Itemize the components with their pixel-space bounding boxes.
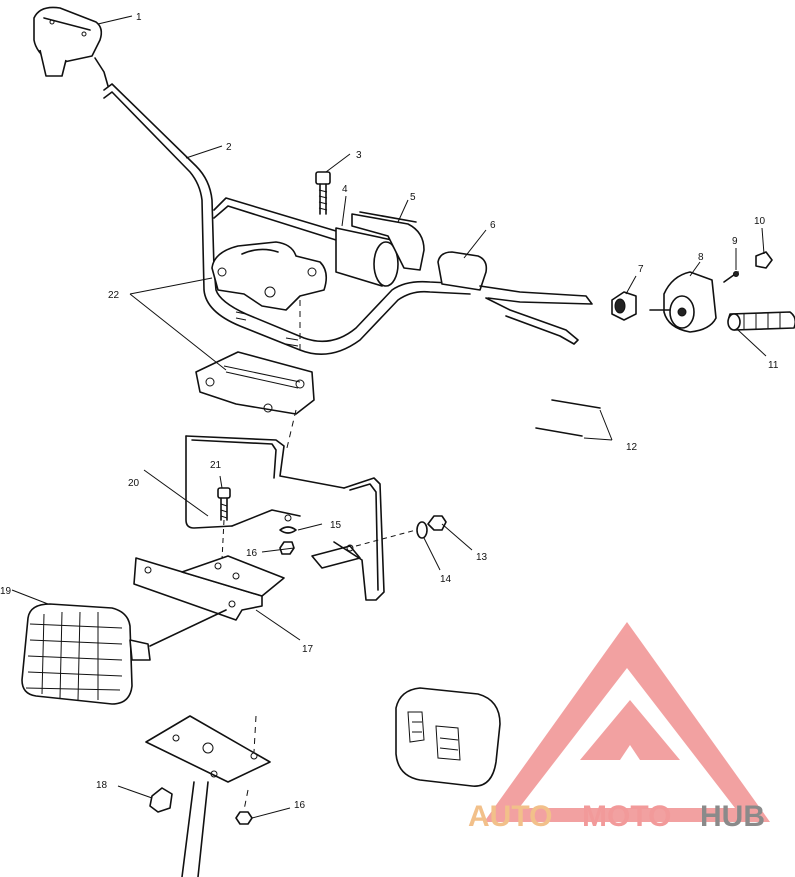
lower-plate — [145, 715, 271, 877]
fasteners — [279, 515, 447, 555]
bushing — [611, 291, 637, 321]
callout-18: 18 — [96, 780, 108, 791]
cable-ties — [535, 399, 613, 441]
headlight-rear — [395, 687, 501, 787]
callout-21: 21 — [210, 460, 222, 471]
callout-4: 4 — [342, 184, 348, 195]
callout-8: 8 — [698, 252, 704, 263]
callout-22: 22 — [108, 290, 120, 301]
bracket-bolt — [217, 487, 231, 561]
screw-and-cap — [723, 251, 773, 283]
watermark-text: AUTO MOTO HUB — [468, 800, 765, 833]
callout-19: 19 — [0, 586, 12, 597]
headlight-front — [21, 603, 227, 705]
callout-11: 11 — [768, 360, 779, 371]
callout-9: 9 — [732, 236, 738, 247]
callout-12: 12 — [626, 442, 638, 453]
leader-lines — [11, 15, 767, 819]
callout-7: 7 — [638, 264, 644, 275]
brake-lever — [437, 251, 593, 345]
callout-14: 14 — [440, 574, 452, 585]
throttle-housing — [649, 271, 717, 333]
handlebar — [103, 83, 471, 356]
watermark-logo — [484, 622, 770, 822]
callout-20: 20 — [128, 478, 140, 489]
callout-2: 2 — [226, 142, 232, 153]
switch-housing — [335, 211, 425, 287]
light-bracket — [185, 435, 385, 601]
grip — [727, 311, 795, 331]
handlebar-clamps — [195, 241, 328, 453]
master-cylinder — [33, 6, 109, 87]
callout-17: 17 — [302, 644, 314, 655]
callout-6: 6 — [490, 220, 496, 231]
callout-1: 1 — [136, 12, 142, 23]
watermark-auto: AUTO — [468, 800, 552, 833]
callout-16-upper: 16 — [246, 548, 258, 559]
callout-labels: 1 2 3 4 5 6 7 8 9 10 11 12 13 14 15 16 1… — [0, 12, 779, 811]
bolt — [315, 171, 331, 215]
watermark-hub: HUB — [700, 800, 765, 833]
callout-16-lower: 16 — [294, 800, 306, 811]
callout-3: 3 — [356, 150, 362, 161]
callout-10: 10 — [754, 216, 766, 227]
watermark-moto: MOTO — [582, 800, 671, 833]
callout-13: 13 — [476, 552, 488, 563]
callout-5: 5 — [410, 192, 416, 203]
mount-plate — [133, 555, 285, 621]
callout-15: 15 — [330, 520, 342, 531]
